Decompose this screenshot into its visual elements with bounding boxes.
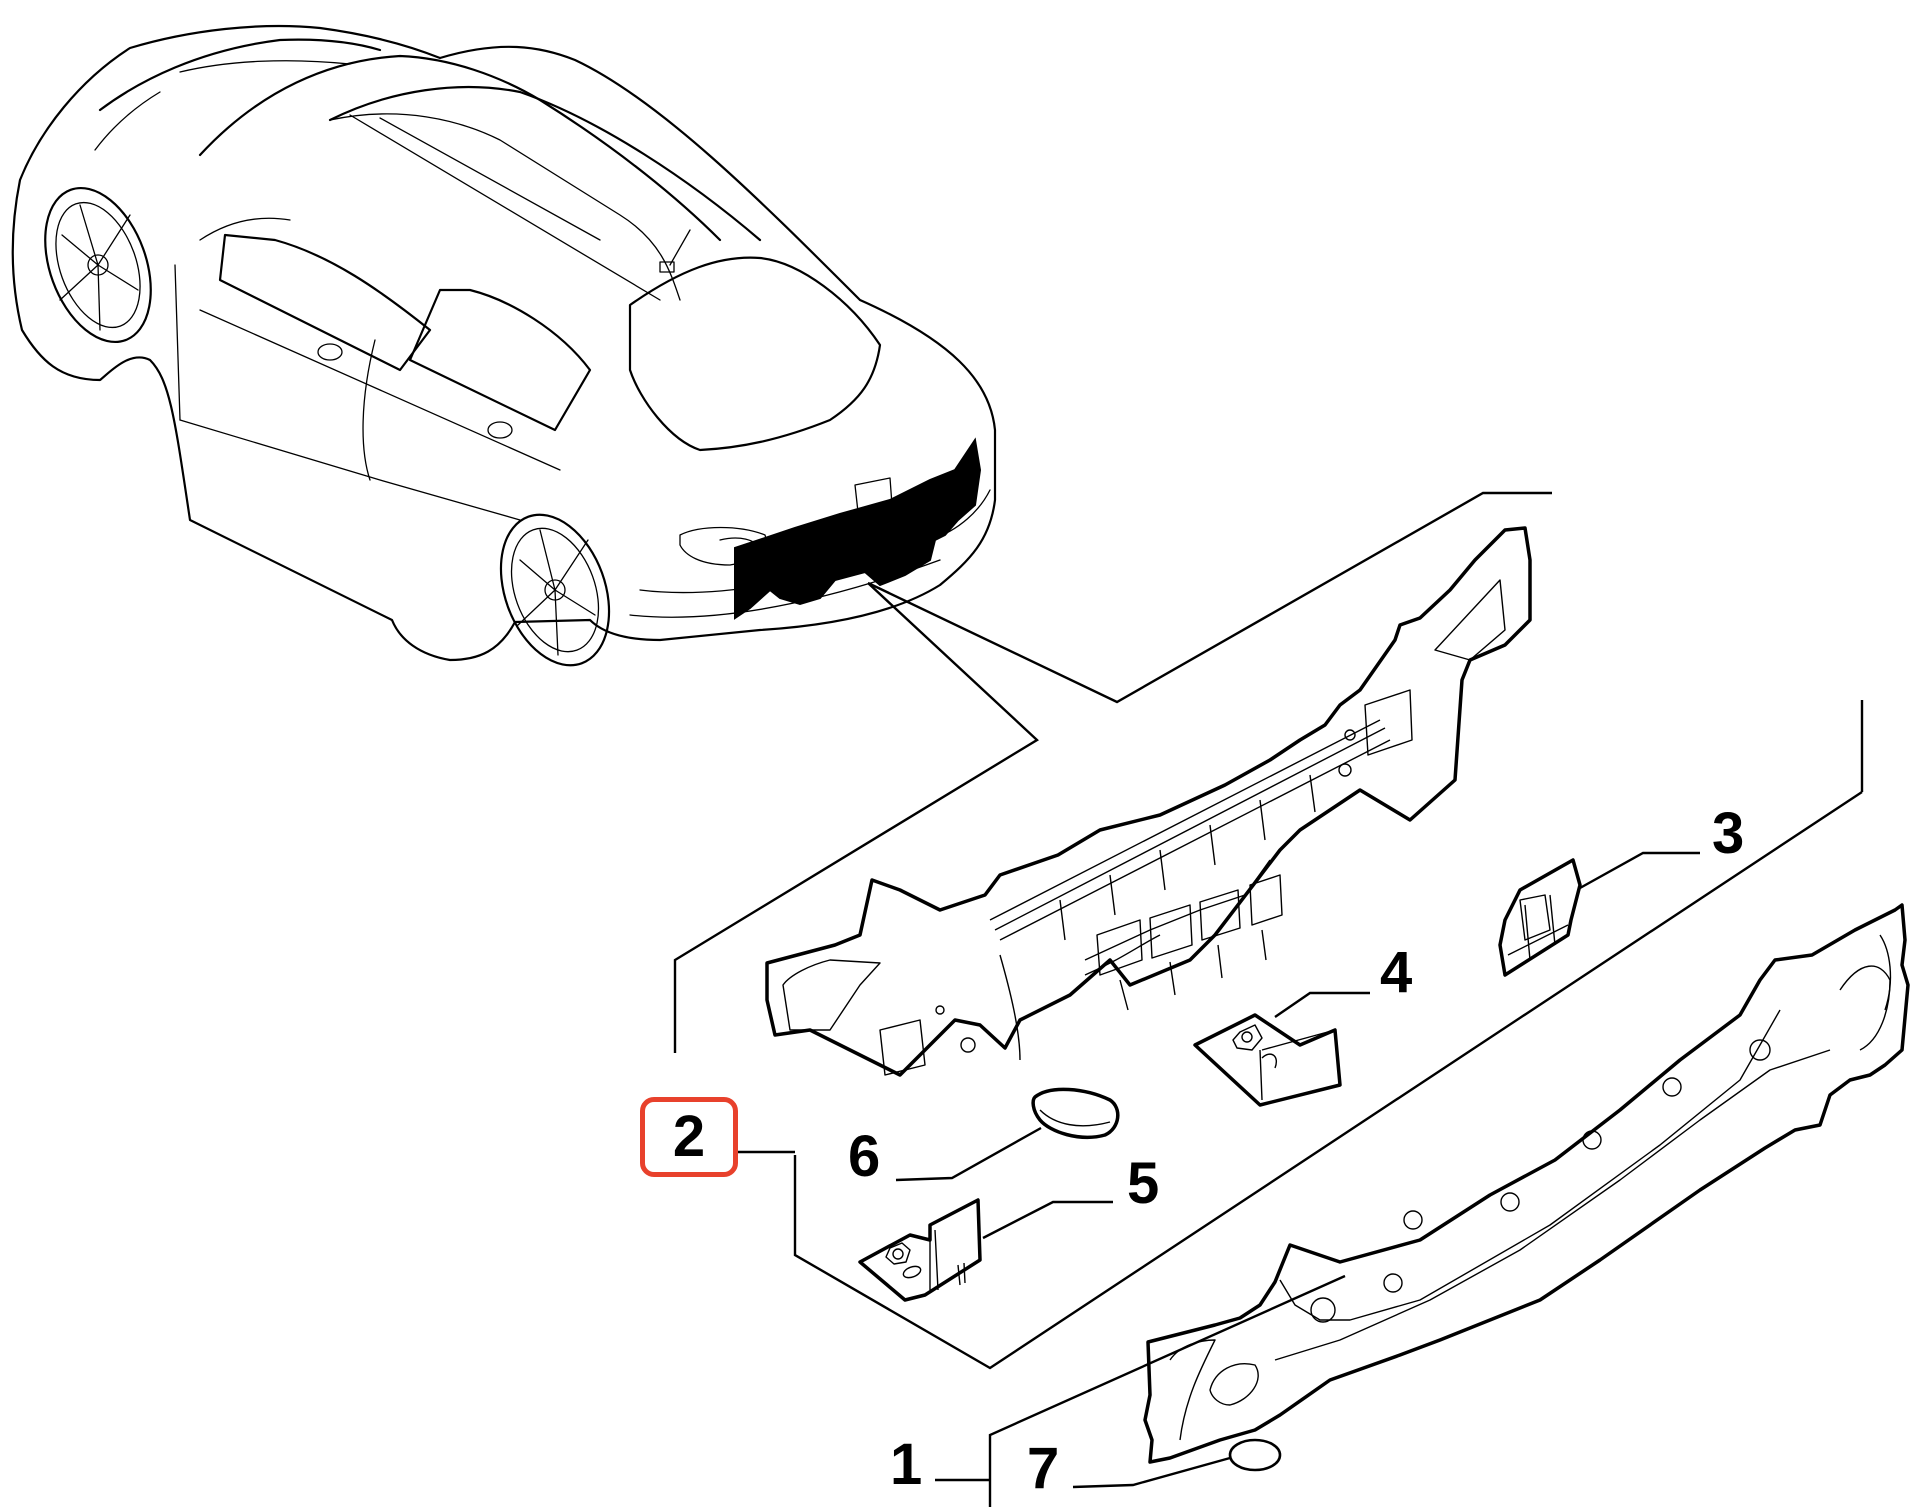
leader-3	[1579, 851, 1700, 890]
rear-panel-part-2	[765, 526, 1532, 1077]
rear-cross-member-part-1	[1143, 903, 1910, 1464]
group-bracket-1	[988, 1274, 1346, 1507]
grommet-ring-part-7	[1228, 1438, 1282, 1472]
leader-4	[1274, 991, 1370, 1018]
nut-bracket-part-4	[1193, 1013, 1342, 1107]
callout-3[interactable]: 3	[1712, 801, 1745, 866]
group-frame-2	[793, 790, 1863, 1370]
callout-2-label: 2	[672, 1104, 706, 1169]
callout-7[interactable]: 7	[1027, 1436, 1060, 1501]
leader-6	[895, 1126, 1042, 1182]
plug-part-6	[1031, 1087, 1120, 1140]
bracket-part-3	[1498, 858, 1582, 977]
callout-2-highlighted[interactable]: 2	[640, 1097, 738, 1177]
angle-bracket-part-5	[858, 1198, 982, 1302]
leader-7	[1072, 1456, 1231, 1489]
highlighted-area-rear-panel	[734, 437, 982, 620]
callout-6[interactable]: 6	[848, 1124, 881, 1189]
leader-5	[982, 1200, 1113, 1240]
callout-5[interactable]: 5	[1127, 1151, 1160, 1216]
callout-4[interactable]: 4	[1380, 940, 1413, 1005]
reference-leader-upper	[867, 491, 1552, 704]
reference-leader	[673, 582, 1039, 1053]
car-overview-illustration	[11, 24, 997, 667]
callout-1[interactable]: 1	[890, 1432, 923, 1497]
